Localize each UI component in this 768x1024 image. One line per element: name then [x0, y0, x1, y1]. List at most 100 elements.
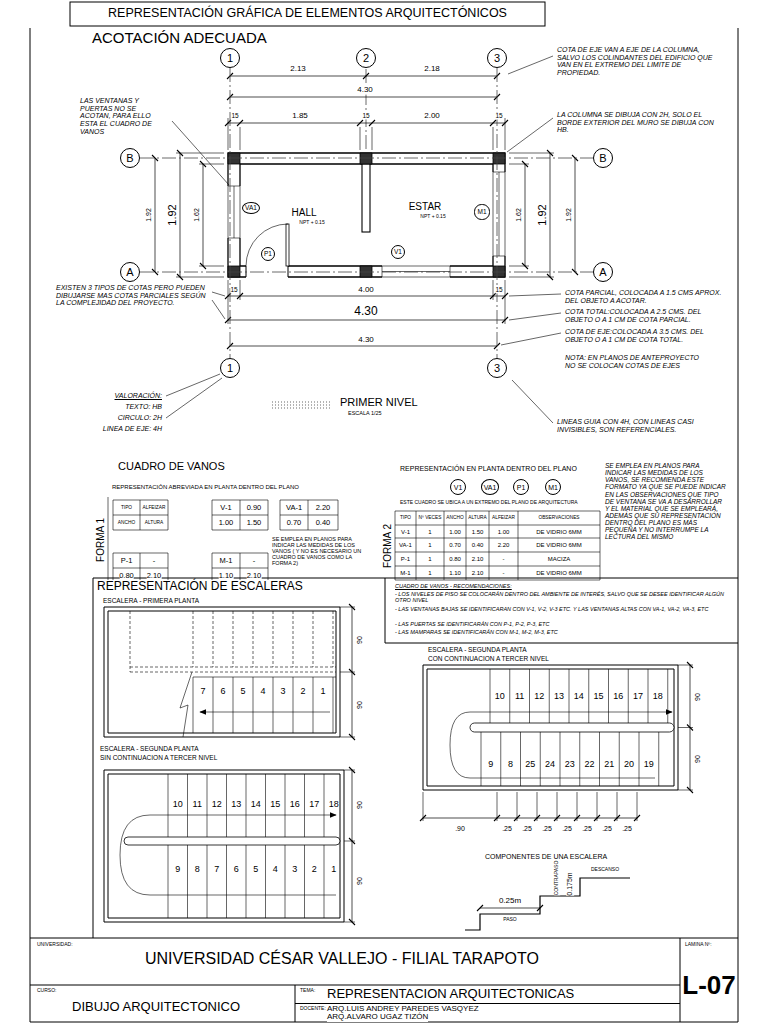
axis-bubble: A [120, 262, 140, 282]
dimension: 1.85 [292, 112, 308, 121]
note: - LOS NIVELES DE PISO SE COLOCARÁN DENTR… [395, 591, 725, 603]
table-cell: VA-1 [286, 503, 302, 511]
table-cell: ALFEIZAR [143, 505, 166, 510]
node-text: V1 [394, 249, 402, 256]
axis-bubble: 3 [487, 48, 507, 68]
floor-level: NPT + 0.15 [420, 214, 445, 220]
table-grid [113, 500, 168, 530]
table-cell: DE VIDRIO 6MM [536, 570, 582, 577]
title-block-text: ARQ.ALVARO UGAZ TIZÓN [327, 1013, 428, 1022]
step-number: 15 [594, 692, 604, 702]
drawing-title: SIN CONTINUACION A TERCER NIVEL [100, 754, 217, 761]
step-number: 6 [234, 865, 239, 875]
table-cell: M-1 [400, 570, 410, 577]
table-cell: ALFEIZAR [492, 515, 515, 520]
field-label: DOCENTE: [300, 1006, 326, 1012]
title-hatch [272, 402, 332, 408]
step-number: 15 [270, 800, 280, 810]
note: COTA PARCIAL, COLOCADA A 1.5 CMS APROX. … [565, 289, 725, 304]
door-tag: P1 [261, 247, 275, 261]
opening-tag: M1 [545, 479, 561, 495]
component-label: DESCANSO [591, 867, 619, 873]
node-text: V1 [454, 484, 463, 491]
dimension: 15 [231, 112, 238, 119]
dimension: 2.18 [424, 65, 440, 74]
axis-bubble: A [593, 262, 613, 282]
note: EXISTEN 3 TIPOS DE COTAS PERO PUEDEN DIB… [56, 284, 208, 307]
step-number: 4 [273, 865, 278, 875]
field-label: UNIVERSIDAD: [37, 942, 73, 948]
table-cell: 0.40 [316, 518, 331, 526]
node-text: 1 [227, 363, 233, 374]
dimension-line [575, 158, 576, 272]
dimension: 1.92 [166, 204, 178, 225]
step-number: 12 [534, 692, 544, 702]
step-number: 19 [644, 760, 654, 770]
table-cell: DE VIDRIO 6MM [536, 542, 582, 549]
note-heading: CUADRO DE VANOS - RECOMENDACIONES: [395, 583, 512, 589]
dimension-line [228, 123, 505, 124]
dimension: 15 [362, 112, 369, 119]
dimension: .25 [622, 825, 632, 833]
axis-bubble: 1 [220, 48, 240, 68]
note: COTA DE EJE:COLOCADA A 3.5 CMS. DEL OBJE… [565, 328, 725, 343]
step-number: 9 [175, 865, 180, 875]
room-name: HALL [291, 207, 316, 218]
table-cell: VA-1 [399, 542, 412, 549]
extension-line [340, 607, 355, 737]
handrail [470, 723, 674, 732]
node-text: 2 [363, 53, 369, 64]
dimension: .90 [455, 825, 465, 833]
step-number: 17 [309, 800, 319, 810]
axis-line [230, 68, 231, 358]
dimension-line [180, 153, 181, 277]
stair-tread [168, 774, 324, 918]
form-label: FORMA 2 [382, 524, 393, 568]
sheet-heading: ACOTACIÓN ADECUADA [92, 30, 267, 47]
axis-bubble: 2 [356, 48, 376, 68]
stair-wall [104, 770, 344, 922]
table-cell: 1.00 [498, 528, 510, 535]
dimension-line [550, 153, 551, 277]
step-number: 14 [251, 800, 261, 810]
hidden-stair [130, 611, 336, 672]
window-tag: M1 [474, 204, 489, 219]
table-cell: Nº VECES [419, 515, 442, 520]
table-cell: 1 [428, 570, 431, 577]
axis-line [140, 272, 593, 273]
table-cell: 2.10 [472, 570, 484, 577]
table-grid [212, 500, 268, 530]
field-label: TEMA: [300, 988, 315, 994]
dimension: .25 [522, 825, 532, 833]
wall-opening [227, 172, 506, 278]
table-heading: REPRESENTACIÓN EN PLANTA DENTRO DEL PLAN… [400, 465, 577, 473]
opening-tag: VA1 [481, 479, 500, 495]
drawing-title: PRIMER NIVEL [340, 396, 418, 408]
table-cell: ANCHO [118, 520, 135, 525]
dimension-line [230, 76, 497, 77]
axis-line [366, 69, 367, 150]
screen-wall-symbol [493, 172, 505, 256]
table-cell: 1 [428, 542, 431, 549]
step-number: 25 [525, 760, 535, 770]
component-label: PASO [503, 917, 517, 923]
table-cell: 1.50 [247, 518, 262, 526]
step-number: 13 [231, 800, 241, 810]
extension-line [423, 792, 637, 821]
table-cell: 2.20 [498, 542, 510, 549]
dimension-line [155, 158, 156, 272]
node-text: A [599, 267, 606, 278]
note-heading: VALORACIÓN: [115, 392, 162, 400]
sheet-number: L-07 [682, 971, 735, 1000]
step-number: 8 [195, 865, 200, 875]
opening-tag: P1 [513, 479, 529, 495]
dimension: 0.175m [566, 872, 574, 895]
dimension: 90 [356, 636, 364, 644]
opening-tag: V1 [450, 479, 466, 495]
break-line [180, 672, 192, 737]
dimension-line [230, 97, 497, 98]
dimension: 90 [694, 755, 702, 763]
table-cell: - [503, 570, 505, 577]
step-number: 7 [200, 687, 205, 697]
form-label: FORMA 1 [95, 518, 106, 562]
